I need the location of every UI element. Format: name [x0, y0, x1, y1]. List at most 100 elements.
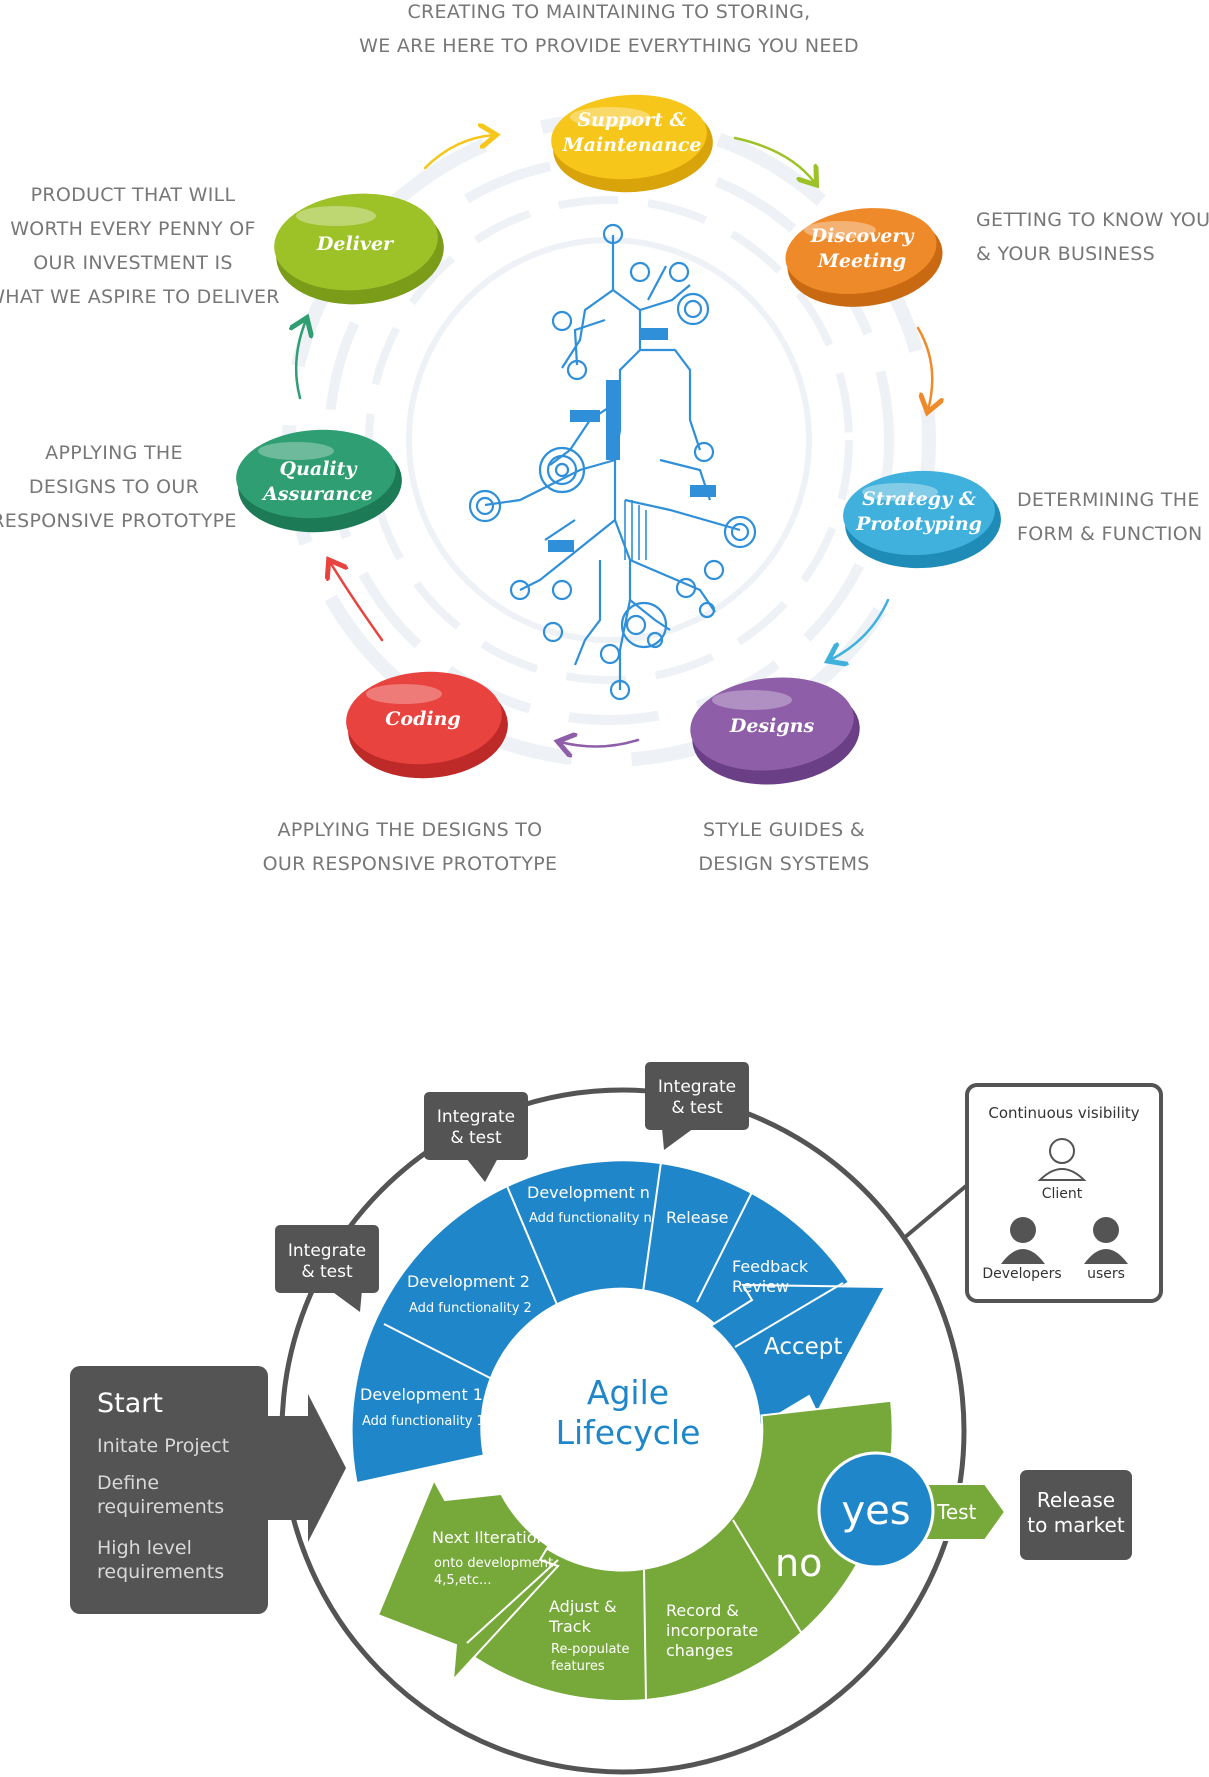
next-iteration-sub: onto development	[434, 1556, 553, 1571]
record-label: changes	[666, 1641, 733, 1660]
start-item: Define	[97, 1472, 159, 1494]
caption-discovery: GETTING TO KNOW YOU & YOUR BUSINESS	[976, 209, 1209, 265]
integrate-label: Integrate	[288, 1241, 366, 1261]
center-title: Agile	[587, 1373, 669, 1412]
stage-label: Quality	[280, 458, 359, 480]
start-arrow	[268, 1394, 346, 1542]
visibility-title: Continuous visibility	[988, 1104, 1139, 1122]
caption-line: & YOUR BUSINESS	[976, 243, 1155, 265]
record-label: Record &	[666, 1601, 739, 1620]
development-arc	[350, 1159, 851, 1485]
header-line-1: CREATING TO MAINTAINING TO STORING,	[407, 1, 810, 23]
caption-line: PRODUCT THAT WILL	[31, 184, 236, 206]
next-iteration-label: Next Ilteration	[432, 1528, 547, 1547]
stage-designs: Designs	[690, 677, 860, 785]
stage-support-maintenance: Support & Maintenance	[551, 94, 713, 193]
integrate-label: Integrate	[658, 1077, 736, 1097]
integrate-label: & test	[450, 1128, 502, 1148]
users-icon	[1084, 1217, 1128, 1264]
dev2-sub: Add functionality 2	[409, 1301, 532, 1316]
stage-blob	[843, 470, 995, 556]
stage-label: Discovery	[810, 225, 916, 247]
start-item: High level	[97, 1537, 192, 1559]
stage-blob	[346, 671, 502, 765]
stage-label: Deliver	[316, 233, 395, 255]
stage-blob	[236, 429, 396, 519]
top-process-diagram: CREATING TO MAINTAINING TO STORING, WE A…	[0, 1, 1209, 875]
stage-blob	[785, 208, 937, 294]
caption-line: OUR RESPONSIVE PROTOTYPE	[263, 853, 558, 875]
circuit-tree-icon	[468, 223, 757, 701]
adjust-sub: Re-populate	[551, 1642, 630, 1657]
center-title: Lifecycle	[556, 1413, 701, 1452]
yes-label: yes	[841, 1488, 910, 1534]
stage-quality-assurance: Quality Assurance	[236, 429, 402, 533]
next-iteration-sub: 4,5,etc...	[434, 1573, 491, 1588]
agile-lifecycle-diagram: Agile Lifecycle Development 1 Add functi…	[70, 1062, 1163, 1775]
client-icon	[1037, 1138, 1087, 1181]
adjust-sub: features	[551, 1659, 605, 1674]
stage-blob	[274, 193, 438, 291]
client-label: Client	[1042, 1186, 1083, 1202]
integrate-label: & test	[671, 1098, 723, 1118]
caption-line: DETERMINING THE	[1017, 489, 1200, 511]
feedback-label: Feedback	[732, 1257, 809, 1276]
iteration-arc	[462, 1399, 894, 1702]
adjust-label: Adjust &	[549, 1597, 617, 1616]
caption-coding: APPLYING THE DESIGNS TO OUR RESPONSIVE P…	[263, 819, 558, 875]
integrate-label: Integrate	[437, 1107, 515, 1127]
caption-quality: APPLYING THE DESIGNS TO OUR RESPONSIVE P…	[0, 442, 237, 532]
stage-discovery-meeting: Discovery Meeting	[785, 208, 943, 307]
stage-strategy-prototyping: Strategy & Prototyping	[843, 470, 1001, 569]
green-dividers	[466, 1519, 803, 1703]
blue-dividers	[383, 1161, 844, 1382]
adjust-label: Track	[548, 1617, 592, 1636]
caption-line: WHAT WE ASPIRE TO DELIVER	[0, 286, 280, 308]
visibility-connector	[902, 1184, 968, 1240]
no-label: no	[775, 1541, 822, 1585]
start-title: Start	[97, 1388, 163, 1419]
start-item: requirements	[97, 1496, 224, 1518]
caption-deliver: PRODUCT THAT WILL WORTH EVERY PENNY OF O…	[0, 184, 280, 308]
caption-line: DESIGN SYSTEMS	[698, 853, 869, 875]
start-box	[70, 1366, 268, 1614]
dev1-sub: Add functionality 1	[362, 1414, 485, 1429]
stage-label: Support &	[577, 109, 686, 131]
stage-blob	[551, 94, 707, 180]
integrate-label: & test	[301, 1262, 353, 1282]
start-item: Initate Project	[97, 1435, 229, 1457]
stage-blob	[690, 677, 854, 771]
stage-arrows	[296, 135, 932, 747]
devn-title: Development n	[527, 1183, 650, 1202]
caption-line: OUR INVESTMENT IS	[33, 252, 233, 274]
caption-line: FORM & FUNCTION	[1017, 523, 1203, 545]
caption-line: APPLYING THE DESIGNS TO	[278, 819, 543, 841]
caption-line: STYLE GUIDES &	[703, 819, 865, 841]
integrate-callout-3: Integrate & test	[645, 1062, 749, 1150]
dev1-title: Development 1	[360, 1385, 483, 1404]
test-label: Test	[936, 1500, 977, 1524]
start-item: requirements	[97, 1561, 224, 1583]
dev2-title: Development 2	[407, 1272, 530, 1291]
stage-coding: Coding	[346, 671, 508, 779]
caption-line: GETTING TO KNOW YOU	[976, 209, 1209, 231]
devn-sub: Add functionality n	[529, 1211, 652, 1226]
stage-label: Assurance	[261, 483, 373, 505]
caption-designs: STYLE GUIDES & DESIGN SYSTEMS	[698, 819, 869, 875]
developers-icon	[1001, 1217, 1045, 1264]
accept-label: Accept	[764, 1334, 842, 1360]
users-label: users	[1087, 1266, 1125, 1282]
caption-line: WORTH EVERY PENNY OF	[10, 218, 256, 240]
caption-line: DESIGNS TO OUR	[29, 476, 199, 498]
caption-strategy: DETERMINING THE FORM & FUNCTION	[1017, 489, 1203, 545]
stage-label: Strategy &	[862, 488, 976, 510]
release-label: Release	[666, 1208, 729, 1227]
integrate-callout-1: Integrate & test	[275, 1225, 379, 1312]
caption-line: RESPONSIVE PROTOTYPE	[0, 510, 237, 532]
stage-label: Designs	[729, 715, 815, 737]
inner-circle	[485, 1293, 761, 1569]
release-to-market-box	[1020, 1470, 1132, 1560]
integrate-callout-2: Integrate & test	[424, 1092, 528, 1182]
developers-label: Developers	[982, 1266, 1061, 1282]
